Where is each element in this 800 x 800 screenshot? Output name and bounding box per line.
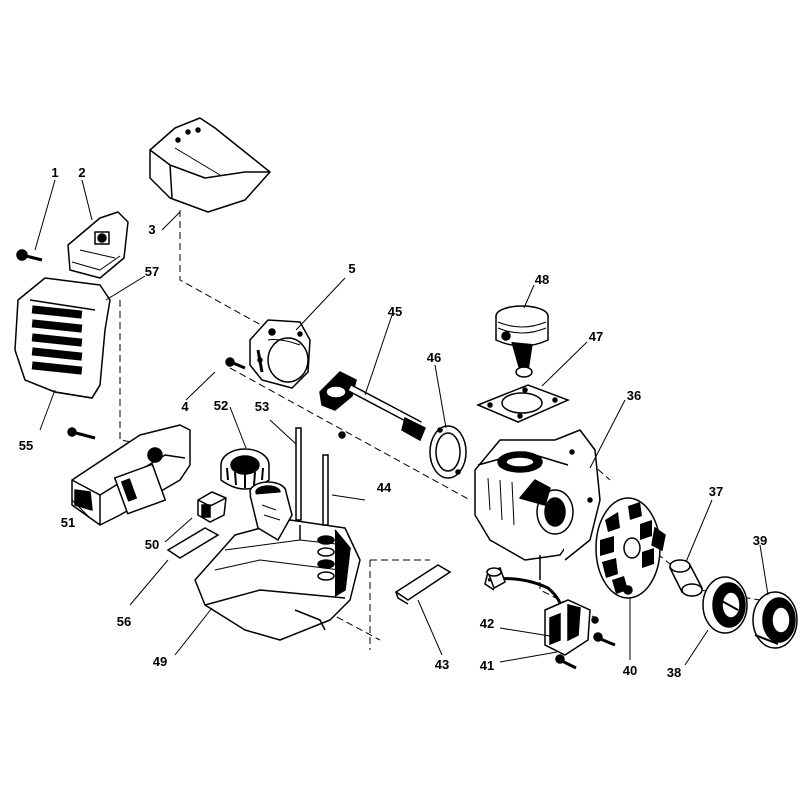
part-36-crankcase [474, 429, 601, 580]
callout-48: 48 [535, 272, 549, 287]
part-44-rod [322, 454, 329, 526]
callout-37: 37 [709, 484, 723, 499]
part-53-rod [295, 427, 302, 521]
part-39-spring [752, 591, 798, 649]
part-51-housing [67, 424, 191, 526]
callout-43: 43 [435, 657, 449, 672]
part-37-sleeve [668, 559, 704, 597]
base-washers [317, 535, 335, 581]
part-2-small-cover [67, 211, 129, 279]
part-46-gasket-ring [429, 425, 467, 479]
part-52-filter-cap [220, 448, 270, 490]
part-42-ignition-coil [484, 567, 616, 670]
callout-36: 36 [627, 388, 641, 403]
callout-42: 42 [480, 616, 494, 631]
callout-51: 51 [61, 515, 75, 530]
callout-2: 2 [78, 165, 85, 180]
callout-40: 40 [623, 663, 637, 678]
callout-53: 53 [255, 399, 269, 414]
callout-4: 4 [181, 399, 189, 414]
callout-38: 38 [667, 665, 681, 680]
callout-52: 52 [214, 398, 228, 413]
part-40-flywheel [595, 497, 666, 599]
part-5-intake-housing [249, 319, 311, 389]
callout-45: 45 [388, 304, 402, 319]
part-49-base-tank [194, 519, 361, 641]
leader-lines [34, 179, 769, 666]
callout-47: 47 [589, 329, 603, 344]
callout-labels: 1 2 3 4 5 36 37 38 39 40 41 42 43 44 45 … [19, 165, 767, 680]
part-45-crankshaft [319, 371, 426, 442]
callout-57: 57 [145, 264, 159, 279]
callout-46: 46 [427, 350, 441, 365]
callout-56: 56 [117, 614, 131, 629]
callout-5: 5 [348, 261, 355, 276]
part-3-top-shroud [149, 117, 271, 213]
part-55-57-muffler-cover [14, 277, 111, 399]
muffler-cover-slots [31, 305, 83, 375]
callout-50: 50 [145, 537, 159, 552]
part-50-block [197, 491, 227, 523]
part-4-screw [225, 357, 246, 370]
callout-55: 55 [19, 438, 33, 453]
callout-3: 3 [148, 222, 155, 237]
callout-49: 49 [153, 654, 167, 669]
intake-elbow [249, 481, 293, 542]
callout-39: 39 [753, 533, 767, 548]
part-48-piston [495, 305, 549, 378]
part-38-starter-pulley [702, 576, 748, 634]
callout-44: 44 [377, 480, 392, 495]
part-1-screw [16, 249, 43, 262]
callout-41: 41 [480, 658, 494, 673]
part-43-bracket [394, 564, 452, 605]
part-47-cylinder-gasket [476, 384, 570, 423]
part-56-gasket [166, 527, 220, 559]
callout-1: 1 [51, 165, 58, 180]
